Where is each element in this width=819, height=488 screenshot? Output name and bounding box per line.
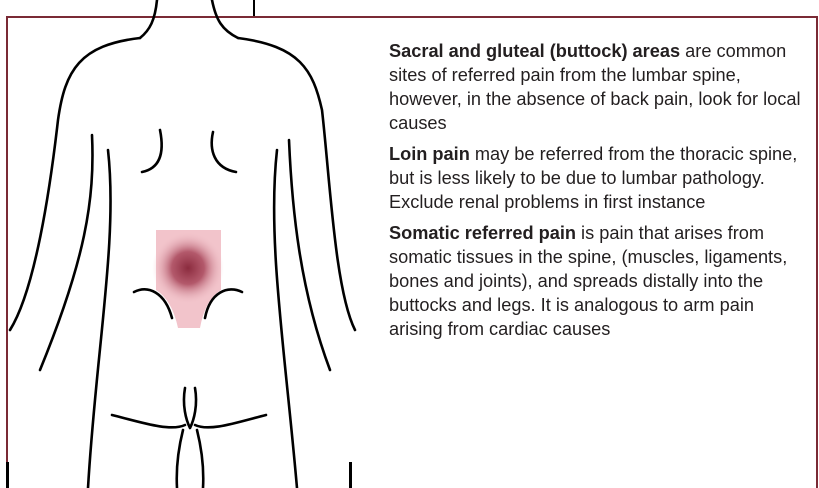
para-somatic-referred-pain: Somatic referred pain is pain that arise… xyxy=(389,221,809,341)
left-inner-leg xyxy=(177,430,183,488)
left-scapula xyxy=(142,130,162,172)
para-heading: Somatic referred pain xyxy=(389,223,576,243)
right-buttock xyxy=(195,415,266,427)
text-column: Sacral and gluteal (buttock) areas are c… xyxy=(389,39,809,348)
para-heading: Loin pain xyxy=(389,144,470,164)
para-loin-pain: Loin pain may be referred from the thora… xyxy=(389,142,809,214)
pain-highlight xyxy=(152,230,224,328)
left-buttock xyxy=(112,415,185,427)
right-inner-leg xyxy=(197,430,203,488)
right-inner-arm xyxy=(289,140,330,370)
left-inner-arm xyxy=(40,135,92,370)
para-heading: Sacral and gluteal (buttock) areas xyxy=(389,41,680,61)
right-scapula xyxy=(212,132,236,172)
left-torso xyxy=(88,150,111,488)
left-shoulder-arm xyxy=(10,38,140,330)
right-shoulder-arm xyxy=(238,38,355,330)
neck-left-line xyxy=(140,0,157,38)
body-outline-figure xyxy=(0,0,360,488)
edge-mark-right xyxy=(349,462,352,488)
gluteal-cleft xyxy=(184,388,196,428)
neck-right-line xyxy=(212,0,238,38)
edge-mark-left xyxy=(6,462,9,488)
para-sacral-gluteal: Sacral and gluteal (buttock) areas are c… xyxy=(389,39,809,135)
